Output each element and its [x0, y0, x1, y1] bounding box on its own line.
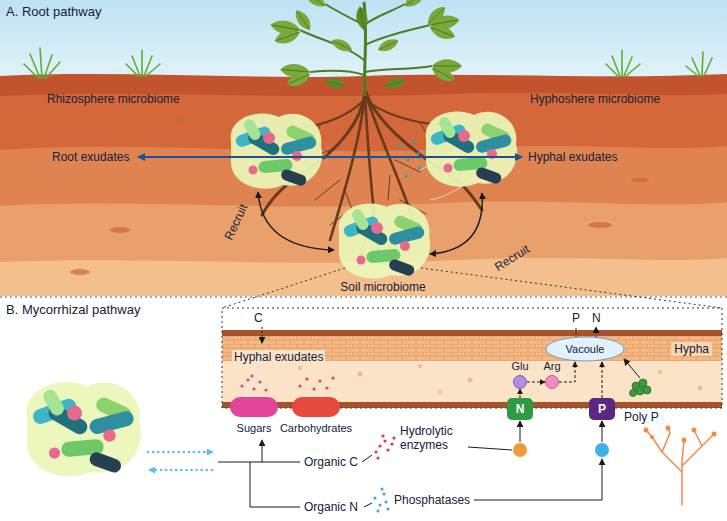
- text-label: Hydrolytic enzymes: [400, 424, 470, 452]
- text-label: Hyphal exudates: [232, 350, 325, 364]
- connector-arrow: [559, 362, 575, 382]
- vacuole-ellipse: Vacoule: [545, 336, 625, 362]
- text-label: A. Root pathway: [6, 4, 101, 20]
- text-label: N: [592, 311, 601, 325]
- node-text: Sugars: [237, 422, 272, 435]
- text-label: C: [254, 311, 263, 325]
- text-label: P: [572, 311, 580, 325]
- transporter-pill: Carbohydrates: [292, 397, 340, 417]
- transporter-pill: Sugars: [230, 397, 278, 417]
- node-text: Arg: [543, 360, 560, 373]
- text-label: Organic N: [304, 500, 358, 514]
- node-text: N: [516, 403, 525, 416]
- transporter-box: P: [589, 398, 615, 420]
- text-label: Phosphatases: [394, 493, 470, 507]
- node-text: Hypha: [671, 342, 712, 356]
- amino-acid-circle: Arg: [545, 375, 559, 389]
- node-text: Vacoule: [566, 343, 605, 356]
- connector-arrow: [520, 389, 521, 398]
- amino-acid-circle: Glu: [513, 375, 527, 389]
- text-label: Root exudates: [52, 150, 129, 164]
- text-label: Rhizosphere microbiome: [47, 92, 180, 106]
- text-label: Organic C: [304, 455, 358, 469]
- node-text: Glu: [511, 360, 528, 373]
- text-label: Soil microbiome: [340, 280, 425, 294]
- connector-arrow: [602, 362, 603, 398]
- connector-arrow: [527, 382, 545, 383]
- text-label: Hyphal exudates: [528, 150, 617, 164]
- transporter-box: N: [507, 398, 533, 420]
- text-label: Recruit: [222, 202, 251, 242]
- text-label: Recruit: [492, 242, 532, 274]
- text-label: B. Mycorrhizal pathway: [6, 302, 140, 318]
- text-label: Hyphoshere microbiome: [530, 92, 660, 106]
- text-label: Poly P: [624, 410, 659, 424]
- node-text: Carbohydrates: [280, 422, 352, 435]
- hypha-band: HyphaVacouleGluArg: [222, 330, 722, 408]
- node-text: P: [598, 403, 606, 416]
